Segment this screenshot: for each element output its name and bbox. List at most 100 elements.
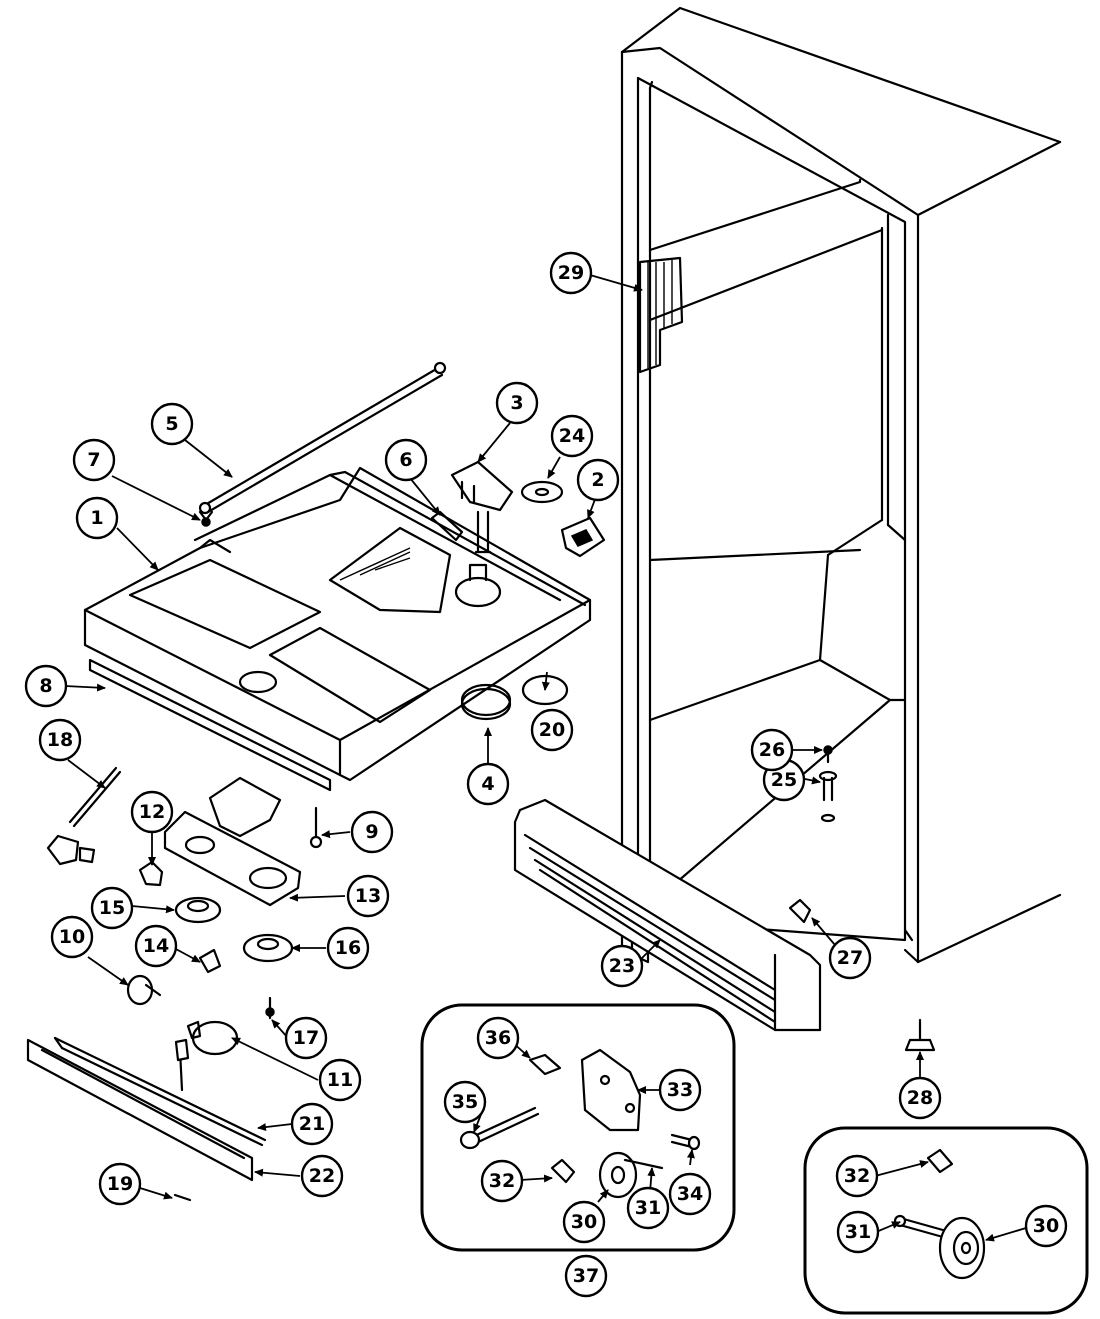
callout-37: 37 [564,1254,608,1298]
part-9-screw [309,806,323,849]
part-14-clip [198,948,222,974]
part-1-shelf-cover [83,466,592,782]
part-27-clip [788,898,812,924]
part-34-pin [670,1133,701,1151]
callout-15: 15 [90,886,134,930]
callout-label-30a: 30 [571,1211,597,1233]
part-30b-wheel [938,1216,986,1280]
callout-label-13: 13 [355,885,381,907]
callout-32a: 32 [480,1159,524,1203]
callout-12: 12 [130,790,174,834]
callout-label-17: 17 [293,1027,319,1049]
callout-label-6: 6 [399,449,412,471]
callout-8: 8 [24,664,68,708]
callout-label-12: 12 [139,801,165,823]
part-33-bracket [580,1048,642,1132]
callout-20: 20 [530,708,574,752]
callout-label-31a: 31 [635,1197,661,1219]
callout-label-27: 27 [837,947,863,969]
part-8-strip [88,658,332,792]
callout-label-32a: 32 [489,1170,515,1192]
callout-18: 18 [38,718,82,762]
callout-label-10: 10 [59,926,85,948]
part-3-control [450,460,514,554]
callout-label-22: 22 [309,1165,335,1187]
callout-label-35: 35 [452,1091,478,1113]
part-29-tape [638,256,684,374]
group-37-box [420,1003,736,1252]
callout-label-4: 4 [481,773,494,795]
callout-label-9: 9 [365,821,378,843]
callout-4: 4 [466,762,510,806]
part-18-thermostat [46,766,122,866]
callout-label-1: 1 [90,507,103,529]
callout-24: 24 [550,414,594,458]
callout-label-5: 5 [165,413,178,435]
callout-1: 1 [75,496,119,540]
callout-13: 13 [346,874,390,918]
callout-label-30b: 30 [1033,1215,1059,1237]
callout-label-23: 23 [609,955,635,977]
callout-label-31b: 31 [845,1221,871,1243]
callout-16: 16 [326,926,370,970]
callout-label-28: 28 [907,1087,933,1109]
leader-lines [64,274,1027,1242]
callout-9: 9 [350,810,394,854]
callout-6: 6 [384,438,428,482]
callout-27: 27 [828,936,872,980]
callout-label-33: 33 [667,1079,693,1101]
callout-label-18: 18 [47,729,73,751]
callout-label-21: 21 [299,1113,325,1135]
callout-label-2: 2 [591,469,604,491]
cabinet-drawing [620,6,1062,964]
part-25-leveler [818,770,838,823]
part-30a-wheel [598,1151,638,1199]
callout-label-36: 36 [485,1027,511,1049]
part-31a-axle [623,1158,664,1170]
callout-label-14: 14 [143,935,169,957]
callout-32b: 32 [835,1154,879,1198]
part-13-housing [163,776,302,907]
callout-30b: 30 [1024,1204,1068,1248]
part-12-socket [138,860,164,887]
callout-29: 29 [549,251,593,295]
callout-label-16: 16 [335,937,361,959]
callout-label-26: 26 [759,739,785,761]
callout-label-11: 11 [327,1069,353,1091]
part-35-bolt [459,1106,540,1150]
callout-22: 22 [300,1154,344,1198]
callout-19: 19 [98,1162,142,1206]
callout-11: 11 [318,1058,362,1102]
callout-26: 26 [750,728,794,772]
callout-31a: 31 [626,1186,670,1230]
callout-label-15: 15 [99,897,125,919]
callout-21: 21 [290,1102,334,1146]
callout-10: 10 [50,915,94,959]
callout-17: 17 [284,1016,328,1060]
part-5-rod [198,361,447,515]
callout-33: 33 [658,1068,702,1112]
part-10-socket [126,974,162,1006]
callout-14: 14 [134,924,178,968]
part-15-knob [174,896,222,924]
group-wheel-box [803,1126,1089,1315]
part-6-clip [430,510,464,542]
part-32b-clip [926,1148,954,1174]
callout-label-29: 29 [558,262,584,284]
part-23-grille [513,798,822,1032]
callout-label-7: 7 [87,449,100,471]
part-28-leveler [904,1018,936,1052]
part-22-cover [26,1038,254,1182]
part-21-heater [53,1036,267,1147]
callout-label-19: 19 [107,1173,133,1195]
callout-30a: 30 [562,1200,606,1244]
callout-36: 36 [476,1016,520,1060]
part-26-screw [823,745,833,764]
part-36-plate [528,1053,562,1076]
callout-5: 5 [150,402,194,446]
part-7-screw [198,510,214,527]
part-32a-clip [550,1158,576,1184]
callout-31b: 31 [836,1210,880,1254]
callout-label-37: 37 [573,1265,599,1287]
